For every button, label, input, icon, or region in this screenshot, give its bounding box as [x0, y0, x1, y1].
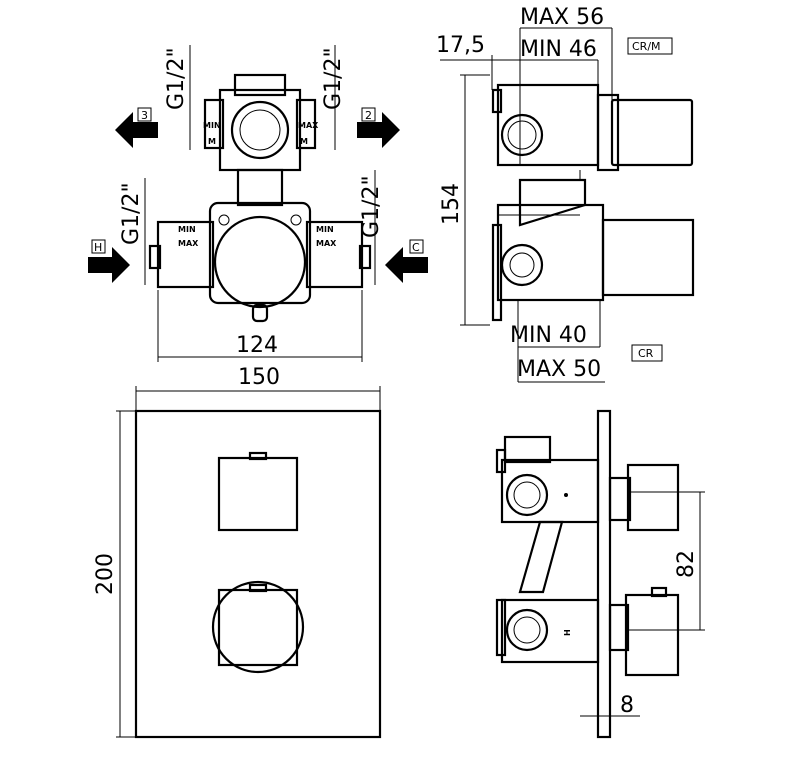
dim-label-8: 8: [620, 693, 634, 718]
thermo-bore: [213, 215, 307, 309]
tag-max-cold: MAX: [316, 239, 337, 248]
right-port-top: [295, 98, 317, 150]
thread-label-top-right: G1/2": [321, 47, 346, 110]
diverter-knob: [217, 456, 299, 532]
left-inlet: [156, 220, 215, 289]
thread-dimensions: G1/2" G1/2" G1/2" G1/2": [119, 45, 384, 285]
assembled-side-view: H: [495, 409, 680, 739]
port-label-c: C: [412, 241, 420, 254]
dim-label-17-5: 17,5: [436, 33, 485, 58]
finish-label-cr-m: CR/M: [632, 40, 661, 53]
front-plate: [134, 409, 382, 739]
diverter-bore: [230, 100, 290, 160]
dim-label-82: 82: [674, 550, 699, 578]
tag-max-hot: MAX: [178, 239, 199, 248]
tag-m-right: M: [300, 137, 308, 146]
top-cap: [233, 73, 287, 97]
assembled-diverter-knob: [626, 463, 680, 532]
dim-label-200: 200: [93, 553, 118, 595]
flow-arrows: 3 2 H C: [88, 107, 428, 283]
side-dimensions: 154 17,5 MAX 56 MIN 46 CR/M MIN 40 MAX 5…: [436, 5, 673, 383]
left-port-top: [203, 98, 225, 150]
tag-min-hot: MIN: [178, 225, 196, 234]
tag-min-left: MIN: [203, 121, 221, 130]
arrow-inlet-h: [88, 247, 130, 283]
plate-dimensions: 150 200: [93, 365, 381, 738]
finish-label-cr: CR: [638, 347, 654, 360]
arrow-outlet-2: [357, 112, 400, 148]
side-plate: [596, 409, 612, 739]
dim-label-154: 154: [439, 183, 464, 225]
assembled-dimensions: 82 8: [580, 491, 705, 737]
thread-label-mid-left: G1/2": [119, 182, 144, 245]
connector: [518, 520, 564, 594]
port-label-h: H: [94, 241, 102, 254]
arrow-outlet-3: [115, 112, 158, 148]
tag-max-right: MAX: [298, 121, 319, 130]
thermo-block: [208, 201, 312, 305]
dim-label-max-56: MAX 56: [520, 5, 604, 30]
port-label-3: 3: [141, 109, 148, 122]
arrow-inlet-c: [385, 247, 428, 283]
side-diverter-handle: [610, 98, 694, 167]
tag-min-cold: MIN: [316, 225, 334, 234]
port-label-2: 2: [365, 109, 372, 122]
neck: [236, 168, 284, 207]
front-view-body: MIN MAX M M MIN MAX MIN MAX: [148, 73, 372, 323]
dim-label-150: 150: [238, 365, 280, 390]
dim-label-max-50: MAX 50: [517, 357, 601, 382]
thermo-rosette: [211, 580, 305, 674]
tag-m-left: M: [208, 137, 216, 146]
dim-label-min-46: MIN 46: [520, 37, 597, 62]
cover-plate: [134, 409, 382, 739]
right-inlet: [305, 220, 364, 289]
side-thermo: [496, 203, 605, 302]
dimension-124: 124: [157, 290, 363, 362]
side-tag-h: H: [563, 629, 572, 636]
assembled-thermo: [500, 598, 600, 664]
thread-label-top-left: G1/2": [164, 47, 189, 110]
dim-label-124: 124: [236, 333, 278, 358]
assembled-thermo-knob: [624, 593, 680, 677]
dim-label-min-40: MIN 40: [510, 323, 587, 348]
thread-label-mid-right: G1/2": [359, 175, 384, 238]
side-thermo-handle: [601, 218, 695, 297]
thermo-knob: [217, 588, 299, 667]
side-view-body: [491, 83, 695, 322]
